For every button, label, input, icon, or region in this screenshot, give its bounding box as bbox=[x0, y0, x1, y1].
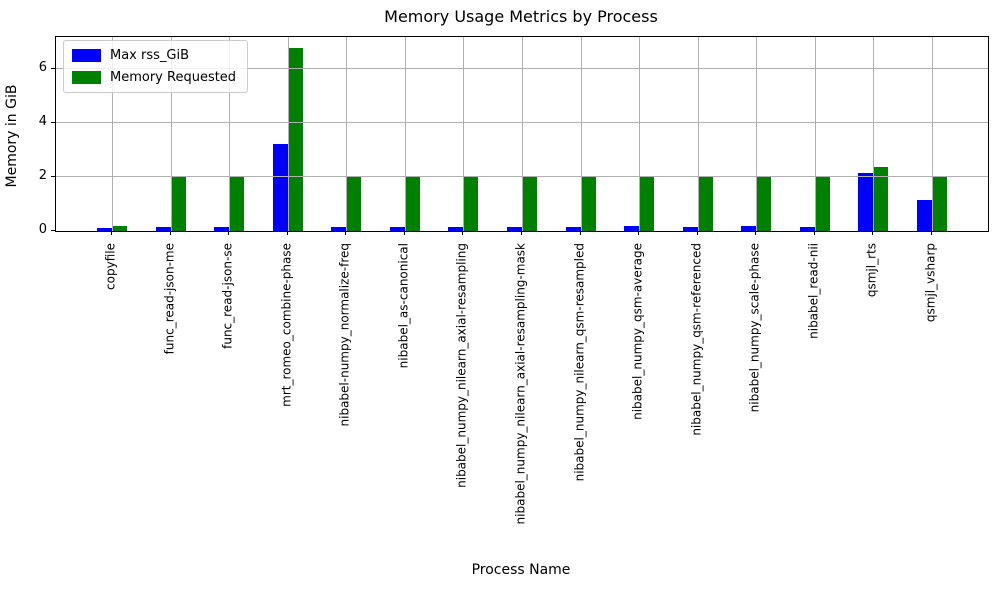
x-tick-nibabel-numpy-qsm-average bbox=[638, 231, 639, 235]
bar-memory-requested-nibabel-numpy-nilearn-qsm-resampled bbox=[580, 177, 596, 231]
x-tick-copyfile bbox=[111, 231, 112, 235]
bar-memory-requested-qsmjl-rts bbox=[873, 167, 889, 231]
gridline-x-nibabel-numpy-nilearn-axial-resampling bbox=[463, 37, 464, 231]
legend: Max rss_GiB Memory Requested bbox=[63, 40, 249, 93]
x-tick-nibabel-numpy-nilearn-qsm-resampled bbox=[580, 231, 581, 235]
x-tick-label-nibabel-numpy-normalize-freq: nibabel-numpy_normalize-freq bbox=[337, 243, 352, 427]
gridline-x-copyfile bbox=[112, 37, 113, 231]
bar-memory-requested-func-read-json-me bbox=[170, 177, 186, 231]
y-tick-label-4: 4 bbox=[38, 114, 47, 129]
gridline-x-nibabel-numpy-nilearn-axial-resampling-mask bbox=[522, 37, 523, 231]
gridline-x-nibabel-numpy-scale-phase bbox=[756, 37, 757, 231]
bar-max-rss-gib-func-read-json-me bbox=[155, 227, 171, 231]
bar-memory-requested-qsmjl-vsharp bbox=[932, 177, 947, 231]
y-tick-6 bbox=[51, 68, 55, 69]
x-tick-label-copyfile: copyfile bbox=[103, 243, 118, 290]
y-tick-0 bbox=[51, 230, 55, 231]
x-tick-label-nibabel-numpy-nilearn-axial-resampling-mask: nibabel_numpy_nilearn_axial-resampling-m… bbox=[513, 243, 528, 525]
legend-entry-max-rss: Max rss_GiB bbox=[72, 48, 236, 63]
bar-max-rss-gib-nibabel-numpy-qsm-average bbox=[624, 226, 640, 231]
gridline-x-nibabel-numpy-normalize-freq bbox=[346, 37, 347, 231]
x-tick-label-nibabel-numpy-qsm-average: nibabel_numpy_qsm-average bbox=[630, 243, 645, 420]
x-tick-nibabel-numpy-normalize-freq bbox=[345, 231, 346, 235]
bar-max-rss-gib-nibabel-read-nii bbox=[799, 227, 815, 231]
bar-max-rss-gib-nibabel-numpy-normalize-freq bbox=[331, 227, 347, 231]
bar-memory-requested-nibabel-numpy-qsm-average bbox=[639, 177, 655, 231]
chart-title: Memory Usage Metrics by Process bbox=[384, 7, 658, 26]
gridline-x-nibabel-numpy-nilearn-qsm-resampled bbox=[581, 37, 582, 231]
bar-memory-requested-nibabel-numpy-nilearn-axial-resampling-mask bbox=[522, 177, 537, 231]
bar-memory-requested-copyfile bbox=[112, 226, 127, 231]
bar-memory-requested-nibabel-read-nii bbox=[814, 177, 830, 231]
x-tick-nibabel-numpy-nilearn-axial-resampling-mask bbox=[521, 231, 522, 235]
bar-memory-requested-nibabel-as-canonical bbox=[404, 177, 420, 231]
x-tick-func-read-json-se bbox=[228, 231, 229, 235]
bar-max-rss-gib-nibabel-numpy-nilearn-axial-resampling-mask bbox=[507, 227, 522, 231]
bar-memory-requested-nibabel-numpy-scale-phase bbox=[756, 177, 772, 231]
gridline-x-nibabel-numpy-qsm-average bbox=[639, 37, 640, 231]
bar-max-rss-gib-nibabel-numpy-nilearn-axial-resampling bbox=[448, 227, 464, 231]
gridline-x-nibabel-read-nii bbox=[815, 37, 816, 231]
x-tick-label-nibabel-read-nii: nibabel_read-nii bbox=[806, 243, 821, 339]
gridline-x-nibabel-numpy-qsm-referenced bbox=[698, 37, 699, 231]
x-tick-label-qsmjl-rts: qsmjl_rts bbox=[864, 243, 879, 298]
x-tick-qsmjl-rts bbox=[872, 231, 873, 235]
x-tick-label-nibabel-numpy-scale-phase: nibabel_numpy_scale-phase bbox=[747, 243, 762, 413]
x-tick-mrt-romeo-combine-phase bbox=[287, 231, 288, 235]
bar-max-rss-gib-mrt-romeo-combine-phase bbox=[272, 144, 288, 231]
x-tick-label-qsmjl-vsharp: qsmjl_vsharp bbox=[923, 243, 938, 323]
gridline-x-mrt-romeo-combine-phase bbox=[288, 37, 289, 231]
bar-max-rss-gib-nibabel-numpy-qsm-referenced bbox=[682, 227, 698, 231]
y-tick-4 bbox=[51, 122, 55, 123]
x-tick-nibabel-numpy-qsm-referenced bbox=[697, 231, 698, 235]
legend-swatch-max-rss bbox=[72, 49, 101, 62]
x-tick-nibabel-as-canonical bbox=[404, 231, 405, 235]
bar-max-rss-gib-copyfile bbox=[97, 228, 112, 231]
bar-memory-requested-nibabel-numpy-normalize-freq bbox=[346, 177, 362, 231]
y-tick-2 bbox=[51, 176, 55, 177]
x-tick-label-nibabel-numpy-qsm-referenced: nibabel_numpy_qsm-referenced bbox=[689, 243, 704, 436]
y-tick-label-6: 6 bbox=[38, 60, 47, 75]
x-axis-label: Process Name bbox=[471, 562, 571, 578]
bar-memory-requested-nibabel-numpy-nilearn-axial-resampling bbox=[463, 177, 479, 231]
x-tick-label-nibabel-numpy-nilearn-qsm-resampled: nibabel_numpy_nilearn_qsm-resampled bbox=[572, 243, 587, 482]
gridline-x-qsmjl-rts bbox=[873, 37, 874, 231]
bar-max-rss-gib-qsmjl-rts bbox=[858, 173, 874, 231]
bar-memory-requested-func-read-json-se bbox=[229, 177, 245, 231]
x-tick-label-nibabel-numpy-nilearn-axial-resampling: nibabel_numpy_nilearn_axial-resampling bbox=[454, 243, 469, 488]
legend-entry-memory-requested: Memory Requested bbox=[72, 70, 236, 85]
x-tick-label-func-read-json-se: func_read-json-se bbox=[220, 243, 235, 349]
legend-label-max-rss: Max rss_GiB bbox=[110, 48, 190, 63]
x-tick-nibabel-numpy-nilearn-axial-resampling bbox=[462, 231, 463, 235]
plot-area bbox=[55, 36, 989, 232]
x-tick-label-mrt-romeo-combine-phase: mrt_romeo_combine-phase bbox=[279, 243, 294, 407]
bar-max-rss-gib-qsmjl-vsharp bbox=[917, 200, 932, 231]
x-tick-nibabel-read-nii bbox=[814, 231, 815, 235]
x-tick-label-nibabel-as-canonical: nibabel_as-canonical bbox=[396, 243, 411, 369]
gridline-x-func-read-json-me bbox=[171, 37, 172, 231]
y-tick-label-0: 0 bbox=[38, 222, 47, 237]
gridline-x-qsmjl-vsharp bbox=[932, 37, 933, 231]
legend-swatch-memory-requested bbox=[72, 71, 101, 84]
bar-max-rss-gib-nibabel-as-canonical bbox=[389, 227, 405, 231]
bar-max-rss-gib-nibabel-numpy-scale-phase bbox=[741, 226, 757, 231]
x-tick-func-read-json-me bbox=[170, 231, 171, 235]
x-tick-nibabel-numpy-scale-phase bbox=[755, 231, 756, 235]
x-tick-label-func-read-json-me: func_read-json-me bbox=[162, 243, 177, 355]
gridline-x-nibabel-as-canonical bbox=[405, 37, 406, 231]
bar-memory-requested-mrt-romeo-combine-phase bbox=[287, 48, 303, 231]
legend-label-memory-requested: Memory Requested bbox=[110, 70, 237, 85]
x-tick-qsmjl-vsharp bbox=[931, 231, 932, 235]
bar-max-rss-gib-nibabel-numpy-nilearn-qsm-resampled bbox=[565, 227, 581, 231]
gridline-x-func-read-json-se bbox=[229, 37, 230, 231]
y-tick-label-2: 2 bbox=[38, 168, 47, 183]
bar-memory-requested-nibabel-numpy-qsm-referenced bbox=[697, 177, 713, 231]
bar-max-rss-gib-func-read-json-se bbox=[214, 227, 230, 231]
